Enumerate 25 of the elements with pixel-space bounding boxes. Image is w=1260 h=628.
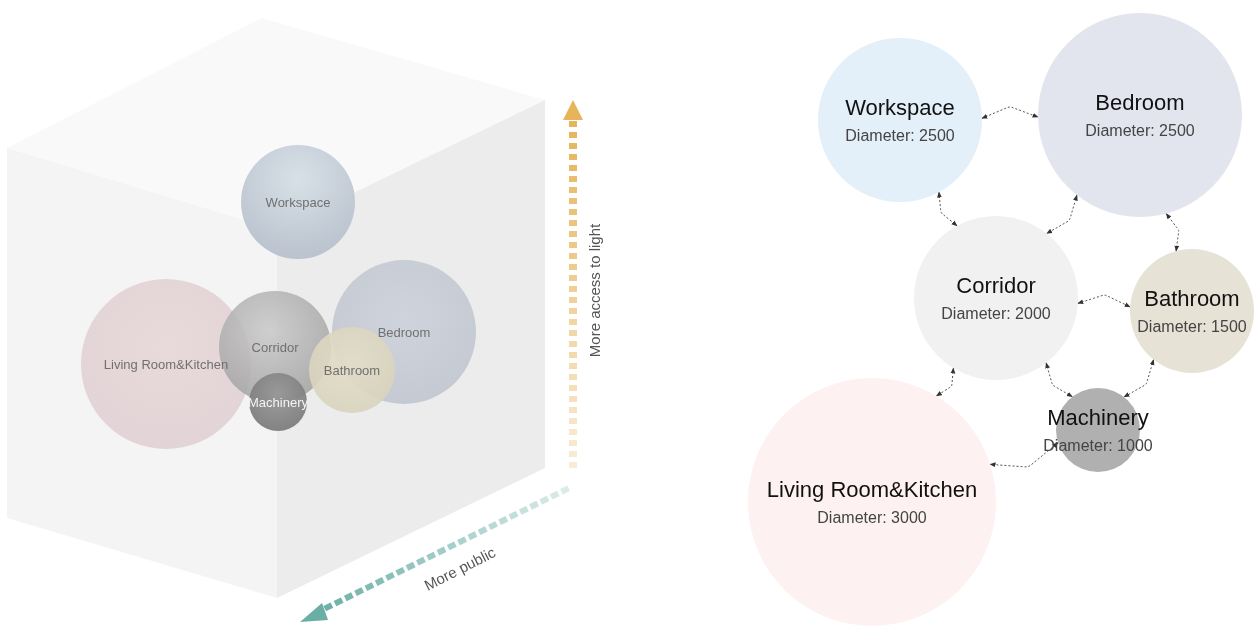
- dashed-arrow: [1077, 294, 1131, 308]
- diameter-label: Diameter: 1500: [1137, 318, 1247, 336]
- room-name: Corridor: [956, 273, 1036, 299]
- room-name: Living Room&Kitchen: [766, 477, 978, 503]
- dashed-arrow: [935, 367, 956, 397]
- dashed-arrow: [1165, 213, 1180, 252]
- room-name: Corridor: [251, 339, 299, 355]
- diameter-label: Diameter: 2500: [1085, 122, 1195, 140]
- dashed-arrow: [1123, 359, 1155, 398]
- diameter-label: Diameter: 2000: [941, 305, 1051, 323]
- room-name: Bedroom: [377, 324, 431, 340]
- dashed-arrow: [937, 191, 958, 227]
- room-name: Machinery: [1047, 405, 1149, 431]
- dashed-arrow: [1045, 362, 1073, 398]
- room-name: Bathroom: [1144, 286, 1240, 312]
- dashed-arrow: [1046, 194, 1078, 235]
- room-name: Bedroom: [1095, 90, 1185, 116]
- dashed-arrow: [981, 106, 1039, 119]
- room-name: Workspace: [845, 95, 955, 121]
- axis-label: More access to light: [586, 223, 604, 357]
- room-name: Living Room&Kitchen: [103, 356, 229, 372]
- diameter-label: Diameter: 2500: [845, 127, 955, 145]
- diameter-label: Diameter: 3000: [817, 509, 927, 527]
- room-name: Workspace: [265, 194, 331, 210]
- room-name: Bathroom: [323, 362, 381, 378]
